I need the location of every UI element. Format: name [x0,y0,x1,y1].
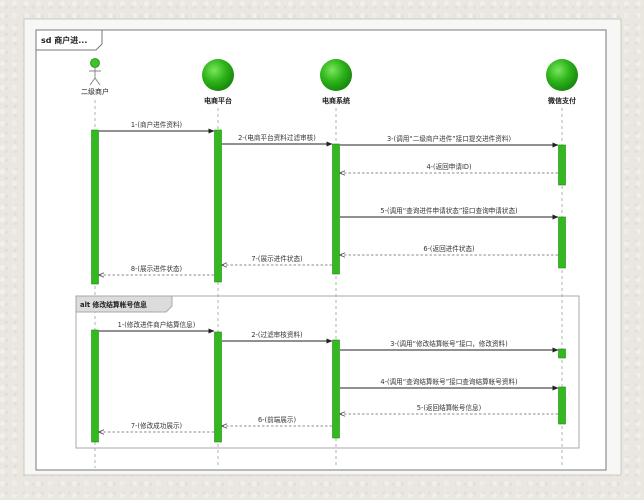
message-alt-7[interactable]: 7-(修改成功展示) [99,421,214,432]
fragment-box [75,295,580,449]
message-alt-3[interactable]: 3-(调用“修改结算帐号”接口，修改资料) [340,339,559,353]
activation-bar-wechat [558,386,566,425]
activation-bar-platform [214,331,222,443]
message-label: 4-(返回申请ID) [426,162,471,171]
activation-bar-system [332,339,340,439]
message-top-7[interactable]: 7-(展示进件状态) [222,254,332,265]
message-top-2[interactable]: 2-(电商平台资料过滤审核) [222,133,333,147]
message-alt-1[interactable]: 1-(修改进件商户结算信息) [99,320,215,334]
message-label: 4-(调用“查询结算帐号”接口查询结算帐号资料) [380,377,517,386]
participant-platform[interactable]: 电商平台 [202,59,234,105]
actor-icon [89,58,101,86]
participant-ball-icon [202,59,234,91]
participant-merchant[interactable]: 二级商户 [81,58,109,97]
message-top-6[interactable]: 6-(返回进件状态) [340,244,558,255]
message-label: 8-(展示进件状态) [131,264,182,273]
messages: 1-(商户进件资料) 2-(电商平台资料过滤审核) 3-(调用“二级商户进件”接口提… [99,120,559,432]
message-label: 3-(调用“二级商户进件”接口提交进件资料) [387,134,511,143]
fragment-label: alt 修改结算帐号信息 [80,300,147,309]
activation-bar-wechat [558,348,566,359]
message-label: 2-(过滤审核资料) [251,330,302,339]
activation-bars [91,129,566,443]
message-alt-5[interactable]: 5-(返回结算帐号信息) [340,403,558,414]
message-alt-4[interactable]: 4-(调用“查询结算帐号”接口查询结算帐号资料) [340,377,559,391]
participant-system[interactable]: 电商系统 [320,59,352,105]
message-top-1[interactable]: 1-(商户进件资料) [99,120,215,134]
message-label: 1-(修改进件商户结算信息) [118,320,196,329]
participant-ball-icon [320,59,352,91]
message-alt-2[interactable]: 2-(过滤审核资料) [222,330,333,344]
message-label: 3-(调用“修改结算帐号”接口，修改资料) [390,339,507,348]
participant-label-wechat: 微信支付 [547,96,576,105]
message-label: 6-(前端展示) [258,415,296,424]
diagram-title: sd 商户进... [41,35,87,45]
fragment-tab [75,295,173,313]
message-label: 2-(电商平台资料过滤审核) [238,133,316,142]
message-top-5[interactable]: 5-(调用“查询进件申请状态”接口查询申请状态) [340,206,559,220]
diagram-frame [35,29,607,471]
participant-label-merchant: 二级商户 [81,87,109,96]
participant-wechat[interactable]: 微信支付 [546,59,578,105]
message-label: 5-(返回结算帐号信息) [417,403,481,412]
activation-bar-merchant [91,129,99,285]
participant-label-platform: 电商平台 [204,96,232,105]
activation-bar-system [332,143,340,275]
activation-bar-wechat [558,216,566,269]
participant-ball-icon [546,59,578,91]
message-top-8[interactable]: 8-(展示进件状态) [99,264,214,275]
message-label: 6-(返回进件状态) [423,244,474,253]
activation-bar-wechat [558,144,566,186]
diagram-title-tab: sd 商户进... [35,29,103,51]
message-top-3[interactable]: 3-(调用“二级商户进件”接口提交进件资料) [340,134,559,148]
message-top-4[interactable]: 4-(返回申请ID) [340,162,558,173]
activation-bar-merchant [91,329,99,443]
message-alt-6[interactable]: 6-(前端展示) [222,415,332,426]
activation-bar-platform [214,129,222,283]
message-label: 7-(展示进件状态) [251,254,302,263]
participant-label-system: 电商系统 [322,96,350,105]
message-label: 1-(商户进件资料) [131,120,182,129]
message-label: 7-(修改成功展示) [131,421,182,430]
alt-fragment: alt 修改结算帐号信息 [75,295,580,449]
message-label: 5-(调用“查询进件申请状态”接口查询申请状态) [380,206,517,215]
